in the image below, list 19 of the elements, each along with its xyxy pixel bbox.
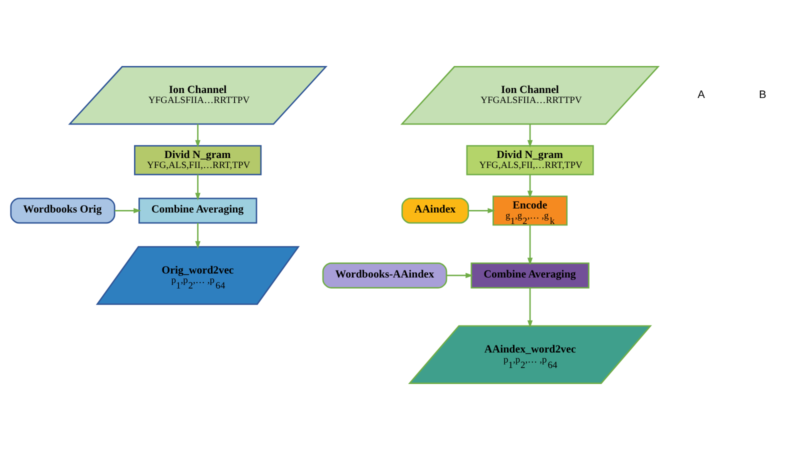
arrow (446, 272, 474, 278)
arrow (527, 224, 533, 265)
node-box: Combine Averaging (470, 262, 590, 288)
node-box: AAindex (401, 197, 469, 224)
node-box: Wordbooks Orig (10, 197, 116, 224)
node-box: Divid N_gram YFG,ALS,FII,…RRT,TPV (466, 144, 594, 175)
arrow (195, 222, 200, 248)
arrow (468, 208, 496, 213)
label: A (698, 88, 705, 100)
label: B (759, 88, 766, 100)
arrow (114, 208, 142, 213)
node-box: Wordbooks-AAindex (322, 262, 448, 288)
node-box: Combine Averaging (138, 197, 258, 224)
arrow (527, 174, 533, 198)
arrow (195, 124, 200, 148)
node-box: Divid N_gram YFG,ALS,FII,…RRT,TPV (134, 144, 262, 175)
arrow (527, 287, 533, 328)
arrow (527, 124, 533, 148)
arrow (195, 174, 200, 200)
